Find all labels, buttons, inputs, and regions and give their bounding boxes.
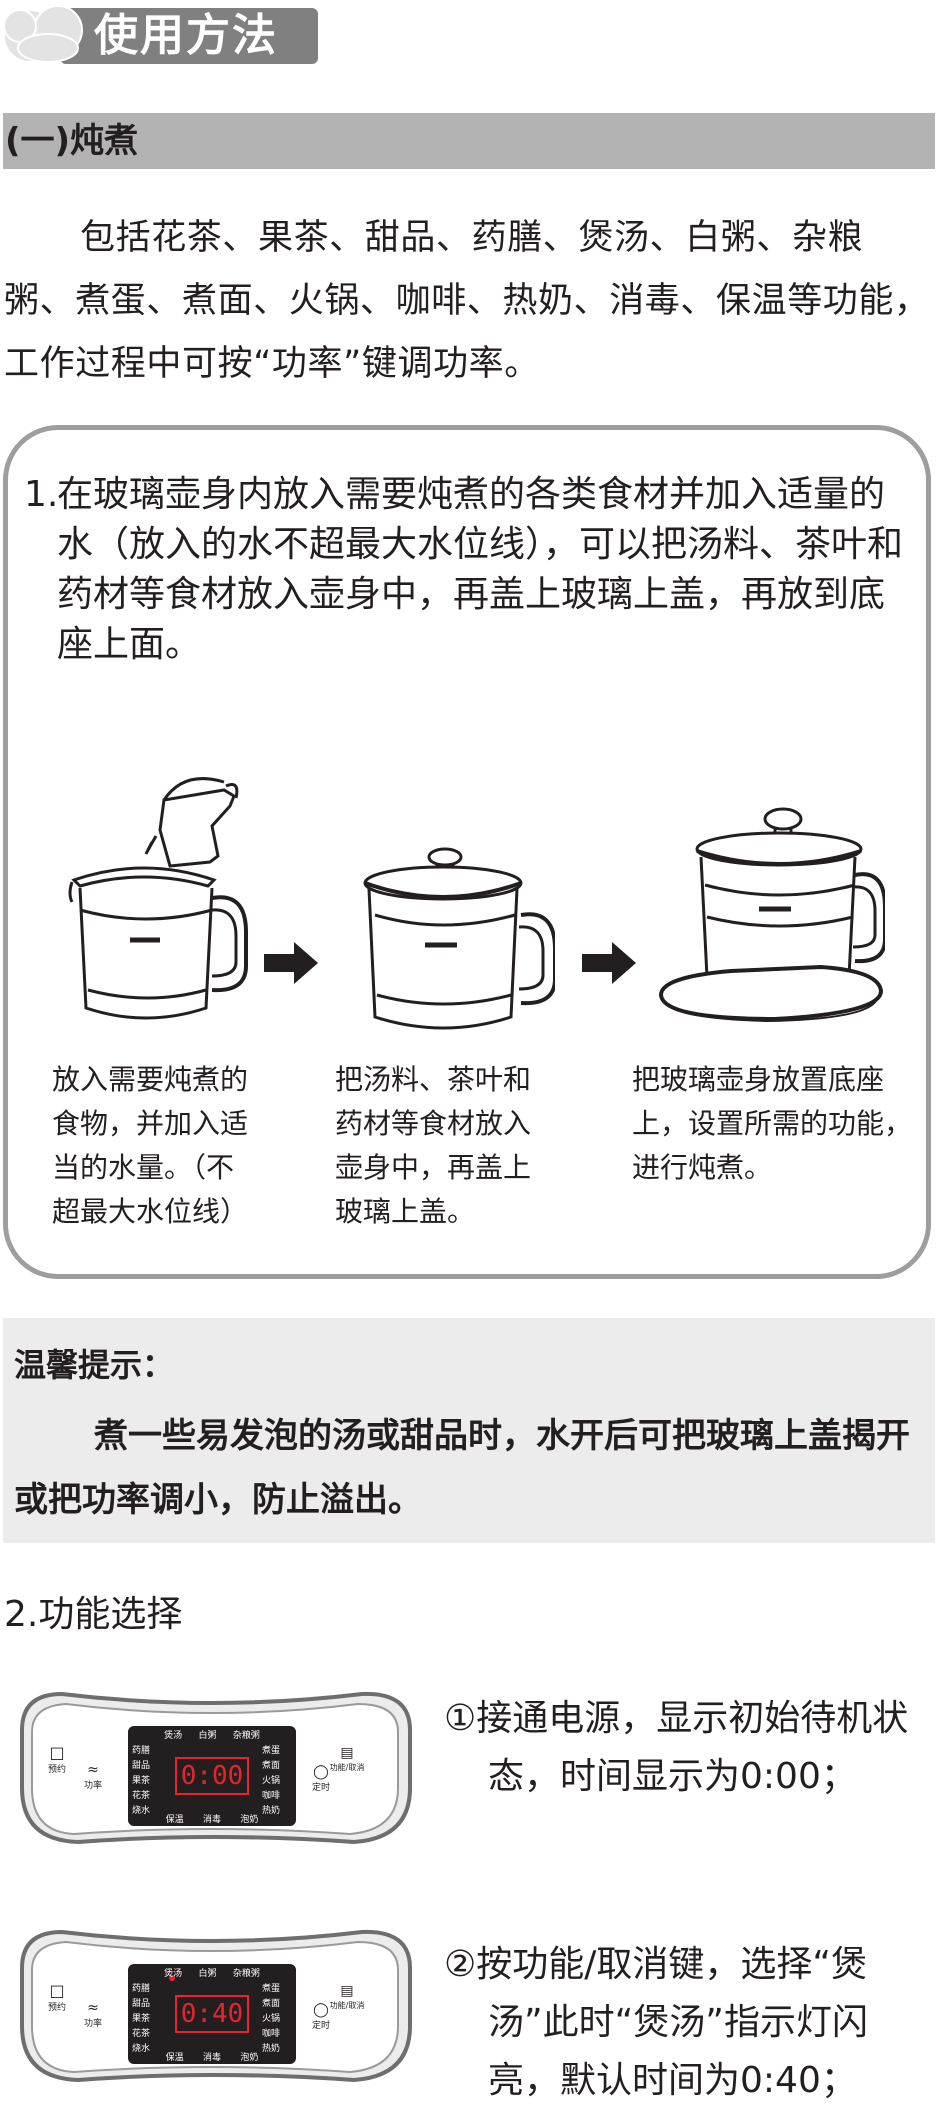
step-mark: ① xyxy=(444,1698,477,1739)
reserve-icon: □ xyxy=(49,1743,65,1762)
timer-button[interactable]: ◯ 定时 xyxy=(306,2002,336,2031)
step1-text: 在玻璃壶身内放入需要炖煮的各类食材并加入适量的水（放入的水不超最大水位线），可以… xyxy=(57,474,904,665)
bottom-labels: 保温 消毒 泡奶 xyxy=(165,2053,259,2063)
panel-outline xyxy=(20,1929,412,2083)
power-button[interactable]: ≈ 功率 xyxy=(78,2000,108,2029)
tip-title: 温馨提示： xyxy=(14,1346,175,1384)
label-grain-porridge: 杂粮粥 xyxy=(232,1731,260,1741)
label-soup: 煲汤 xyxy=(164,1731,183,1741)
cloud-icon xyxy=(3,5,83,63)
tip-box xyxy=(3,1318,935,1543)
arrow-right-icon xyxy=(582,942,636,984)
reserve-button[interactable]: □ 预约 xyxy=(42,1981,72,2014)
label-soup: 煲汤 xyxy=(164,1969,183,1979)
time-display: 0:00 xyxy=(180,1761,244,1791)
tip-body: 煮一些易发泡的汤或甜品时，水开后可把玻璃上盖揭开或把功率调小，防止溢出。 xyxy=(14,1416,910,1520)
left-labels: 药膳 甜品 果茶 花茶 烧水 xyxy=(132,1746,151,1816)
measuring-cup-icon xyxy=(144,777,239,868)
top-labels: 煲汤 白粥 杂粮粥 xyxy=(156,1728,268,1741)
clock-icon: ◯ xyxy=(313,1764,329,1780)
control-panel-1: 0:00 煲汤 白粥 杂粮粥 药膳 甜品 果茶 花茶 烧水 煮蛋 煮面 火锅 咖… xyxy=(16,1690,412,1846)
soup-indicator-light xyxy=(169,1975,175,1981)
step-mark: ② xyxy=(444,1944,477,1985)
step1-number: 1. xyxy=(24,474,59,515)
step-2: ②按功能/取消键，选择“煲 汤”此时“煲汤”指示灯闪 亮，默认时间为0:40； xyxy=(444,1944,868,2101)
right-labels: 煮蛋 煮面 火锅 咖啡 热奶 xyxy=(262,1984,281,2054)
header-banner xyxy=(3,5,318,64)
pot-lid-illustration xyxy=(363,847,555,1030)
header-title: 使用方法 xyxy=(94,10,278,61)
caption-1: 放入需要炖煮的 食物，并加入适 当的水量。（不 超最大水位线） xyxy=(52,1063,249,1228)
function-icon: ▤ xyxy=(340,1745,354,1761)
section-title: (一)炖煮 xyxy=(5,121,139,161)
timer-button[interactable]: ◯ 定时 xyxy=(306,1764,336,1793)
function-cancel-button[interactable]: ▤ 功能/取消 xyxy=(316,1744,378,1773)
arrow-right-icon xyxy=(264,942,318,984)
right-labels: 煮蛋 煮面 火锅 咖啡 热奶 xyxy=(262,1746,281,1816)
reserve-button[interactable]: □ 预约 xyxy=(42,1743,72,1776)
heat-wave-icon: ≈ xyxy=(87,1762,99,1778)
time-display: 0:40 xyxy=(180,1999,244,2029)
pot-base-illustration xyxy=(658,807,885,1023)
section-bar xyxy=(3,113,935,169)
reserve-icon: □ xyxy=(49,1981,65,2000)
section2-title: 2.功能选择 xyxy=(4,1594,183,1635)
function-icon: ▤ xyxy=(340,1983,354,1999)
label-porridge: 白粥 xyxy=(198,1731,217,1741)
left-labels: 药膳 甜品 果茶 花茶 烧水 xyxy=(132,1984,151,2054)
bottom-labels: 保温 消毒 泡奶 xyxy=(165,1815,259,1825)
control-panel-2: 0:40 煲汤 白粥 杂粮粥 药膳 甜品 果茶 花茶 烧水 煮蛋 煮面 火锅 咖… xyxy=(16,1928,412,2084)
label-grain-porridge: 杂粮粥 xyxy=(232,1969,260,1979)
step1-panel xyxy=(3,425,931,1279)
clock-icon: ◯ xyxy=(313,2002,329,2018)
step-1: ①接通电源，显示初始待机状 态，时间显示为0:00； xyxy=(444,1698,909,1797)
heat-wave-icon: ≈ xyxy=(87,2000,99,2016)
function-cancel-button[interactable]: ▤ 功能/取消 xyxy=(316,1982,378,2011)
power-button[interactable]: ≈ 功率 xyxy=(78,1762,108,1791)
caption-3: 把玻璃壶身放置底座 上，设置所需的功能， 进行炖煮。 xyxy=(632,1063,913,1184)
intro-paragraph: 包括花茶、果茶、甜品、药膳、煲汤、白粥、杂粮粥、煮蛋、煮面、火锅、咖啡、热奶、消… xyxy=(4,218,930,384)
panel-outline xyxy=(20,1691,412,1845)
pot-pour-illustration xyxy=(68,777,248,1020)
top-labels: 煲汤 白粥 杂粮粥 xyxy=(156,1966,268,1979)
label-porridge: 白粥 xyxy=(198,1969,217,1979)
caption-2: 把汤料、茶叶和 药材等食材放入 壶身中，再盖上 玻璃上盖。 xyxy=(335,1063,532,1228)
